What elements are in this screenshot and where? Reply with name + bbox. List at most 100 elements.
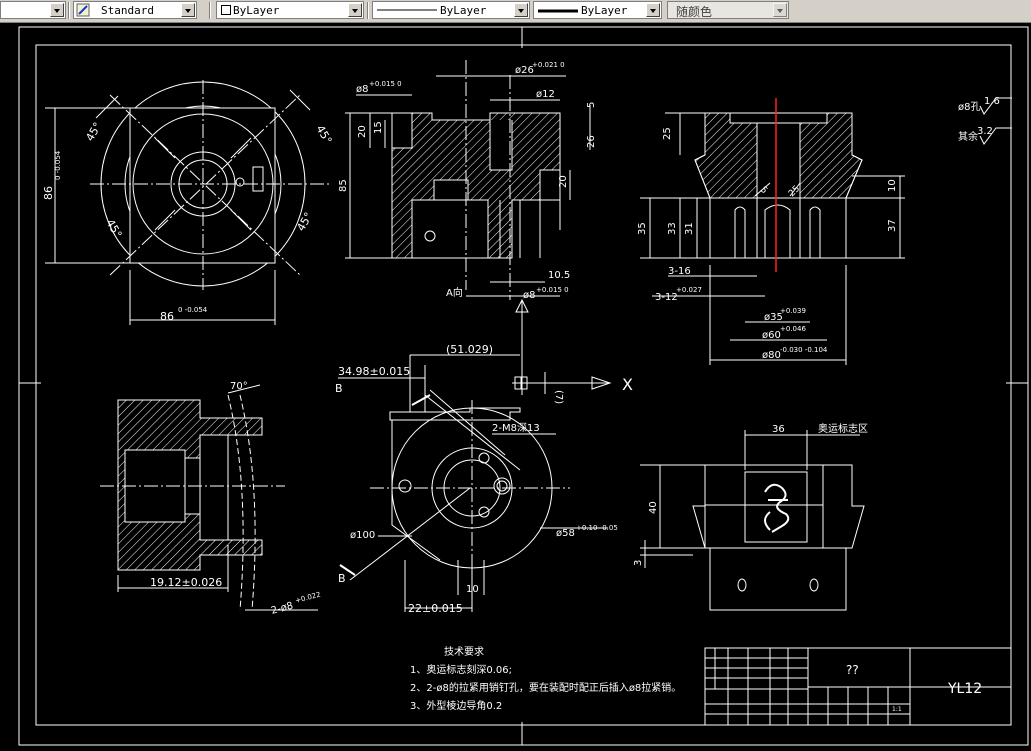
dim-2-8-tol: +0.022 bbox=[294, 590, 321, 604]
roughness-2-value: 3.2 bbox=[977, 126, 993, 137]
dim-86-left-tol: 0 -0.054 bbox=[54, 150, 62, 180]
prev-combo[interactable] bbox=[0, 1, 66, 19]
note-3: 3、外型棱边导角0.2 bbox=[410, 699, 502, 712]
dim-58-tol: +0.10 -0.05 bbox=[576, 524, 618, 532]
drawing-scale: 1:1 bbox=[892, 706, 902, 713]
dim-86-left: 86 bbox=[42, 186, 55, 200]
dim-20a: 20 bbox=[357, 125, 368, 138]
color-value: 随颜色 bbox=[676, 5, 713, 19]
dim-85: 85 bbox=[338, 179, 349, 192]
chevron-down-icon[interactable] bbox=[348, 3, 362, 17]
dim-80-dia: ø80 bbox=[762, 350, 781, 361]
dim-2-8: 2-ø8 bbox=[270, 600, 295, 616]
layer-value: ByLayer bbox=[233, 4, 280, 17]
roughness-1-label: ø8孔 bbox=[958, 101, 980, 113]
dim-10b: 10 bbox=[466, 584, 479, 595]
dim-36: 36 bbox=[772, 424, 785, 435]
dim-8b-tol: +0.015 0 bbox=[536, 286, 569, 294]
dim-20b: 20 bbox=[558, 175, 569, 188]
dim-60-dia-tol: +0.046 bbox=[780, 325, 806, 333]
color-swatch-icon bbox=[221, 5, 231, 15]
dim-7: (7) bbox=[553, 390, 564, 404]
angle-45-a: 45° bbox=[83, 120, 104, 143]
roughness-1-value: 1.6 bbox=[984, 96, 1000, 107]
title-block bbox=[704, 647, 1012, 726]
drawing-canvas[interactable]: 86 0 -0.054 86 0 -0.054 45° 45° 45° 45° … bbox=[0, 22, 1031, 747]
front-section-view bbox=[345, 60, 591, 395]
dim-80-dia-tol: -0.030 -0.104 bbox=[780, 346, 828, 354]
dim-35-dia-tol: +0.039 bbox=[780, 307, 806, 315]
angle-45-d: 45° bbox=[294, 210, 315, 233]
drawing-code: YL12 bbox=[947, 681, 982, 697]
angle-70: 70° bbox=[230, 381, 248, 392]
note-1: 1、奥运标志刻深0.06; bbox=[410, 663, 512, 676]
notes-title: 技术要求 bbox=[444, 645, 484, 658]
dim-86-bottom-tol: 0 -0.054 bbox=[178, 306, 208, 314]
dim-26-tol: +0.021 0 bbox=[532, 61, 565, 69]
dim-8-tol: +0.015 0 bbox=[369, 80, 402, 88]
dim-3-12-tol: +0.027 bbox=[676, 286, 702, 294]
angle-45-c: 45° bbox=[103, 217, 124, 240]
toolbar-separator bbox=[68, 2, 70, 19]
dim-51-029: (51.029) bbox=[446, 343, 493, 356]
section-b-bottom: B bbox=[338, 572, 346, 585]
dim-25: 25 bbox=[662, 127, 673, 140]
dim-22: 22±0.015 bbox=[408, 602, 463, 615]
axis-x-label: X bbox=[622, 375, 633, 394]
properties-toolbar: Standard ByLayer ByLayer ByLayer 随颜色 bbox=[0, 0, 1031, 23]
dim-12: ø12 bbox=[536, 89, 555, 100]
right-section-view bbox=[640, 98, 905, 365]
roughness-2-label: 其余 bbox=[958, 130, 978, 143]
dim-15: 15 bbox=[373, 121, 384, 134]
dim-m8: 2-M8深13 bbox=[492, 422, 540, 434]
dim-31: 31 bbox=[684, 222, 695, 235]
dim-100: ø100 bbox=[350, 530, 375, 541]
dim-10-5: 10.5 bbox=[548, 270, 570, 281]
note-2: 2、2-ø8的拉紧用销钉孔，要在装配时配正后插入ø8拉紧销。 bbox=[410, 681, 681, 694]
roughness-symbols bbox=[979, 97, 1012, 145]
dim-26b: 26 bbox=[586, 135, 597, 148]
dim-r5: 5 bbox=[758, 185, 769, 196]
left-section-view bbox=[100, 384, 318, 611]
view-a-label: A向 bbox=[446, 286, 463, 299]
toolbar-separator bbox=[367, 2, 369, 19]
color-combo[interactable]: 随颜色 bbox=[667, 1, 789, 19]
angle-45-b: 45° bbox=[313, 123, 334, 146]
chevron-down-icon[interactable] bbox=[181, 3, 195, 17]
logo-area-label: 奥运标志区 bbox=[818, 422, 868, 435]
dim-86-bottom: 86 bbox=[160, 310, 174, 323]
dim-3: 3 bbox=[633, 560, 644, 566]
top-view bbox=[45, 80, 330, 325]
section-b-top: B bbox=[335, 382, 343, 395]
lineweight-value: ByLayer bbox=[581, 4, 628, 17]
chevron-down-icon[interactable] bbox=[514, 3, 528, 17]
linetype-combo[interactable]: ByLayer bbox=[372, 1, 530, 19]
toolbar-separator bbox=[209, 2, 211, 19]
lineweight-combo[interactable]: ByLayer bbox=[533, 1, 662, 19]
inner-frame bbox=[35, 44, 1012, 726]
chevron-down-icon[interactable] bbox=[646, 3, 660, 17]
dim-8b: ø8 bbox=[523, 290, 535, 301]
dim-3-16: 3-16 bbox=[668, 266, 691, 277]
linetype-value: ByLayer bbox=[440, 4, 487, 17]
dim-40: 40 bbox=[648, 501, 659, 514]
textstyle-combo[interactable]: Standard bbox=[73, 1, 197, 19]
dim-60-dia: ø60 bbox=[762, 330, 781, 341]
bottom-view bbox=[338, 354, 612, 612]
chevron-down-icon[interactable] bbox=[773, 3, 787, 17]
lineweight-sample-icon bbox=[538, 9, 578, 13]
chevron-down-icon[interactable] bbox=[50, 3, 64, 17]
drawing-name: ?? bbox=[846, 663, 859, 677]
dim-8: ø8 bbox=[356, 84, 368, 95]
layer-combo[interactable]: ByLayer bbox=[216, 1, 364, 19]
outer-frame bbox=[18, 26, 1029, 746]
textstyle-value: Standard bbox=[101, 4, 154, 17]
dim-5: 5 bbox=[586, 102, 597, 108]
side-view bbox=[640, 430, 865, 611]
dim-35: 35 bbox=[637, 222, 648, 235]
dim-3-12: 3-12 bbox=[655, 292, 678, 303]
dim-10: 10 bbox=[887, 179, 898, 192]
textstyle-icon bbox=[76, 3, 90, 17]
dim-35-dia: ø35 bbox=[764, 312, 783, 323]
dim-19-12: 19.12±0.026 bbox=[150, 576, 222, 589]
